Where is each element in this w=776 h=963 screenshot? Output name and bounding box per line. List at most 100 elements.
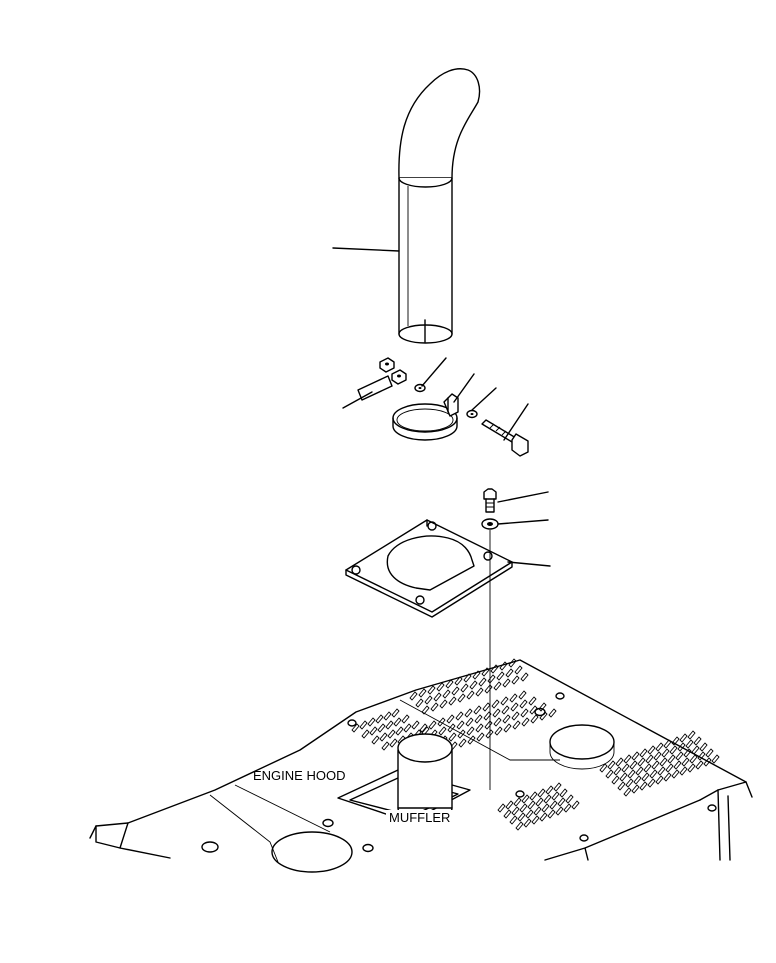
louver-slot xyxy=(655,775,664,785)
louver-slot xyxy=(487,674,496,684)
louver-slot xyxy=(395,726,404,736)
louver-slot xyxy=(421,705,430,715)
louver-slot xyxy=(703,757,712,767)
louver-slot xyxy=(679,766,688,776)
louver-slot xyxy=(623,754,632,764)
louver-slot xyxy=(455,711,464,721)
exhaust-clamp xyxy=(392,393,459,441)
louver-slot xyxy=(482,702,491,712)
louver-slot xyxy=(531,815,540,825)
louver-slot xyxy=(430,702,439,712)
louver-slot xyxy=(490,664,499,674)
louver-slot xyxy=(472,670,481,680)
louver-slot xyxy=(496,671,505,681)
louver-slot xyxy=(521,794,530,804)
louver-slot xyxy=(367,717,376,727)
louver-slot xyxy=(403,723,412,733)
louver-slot xyxy=(514,665,523,675)
louver-slot xyxy=(683,748,692,758)
muffler-label-bg xyxy=(386,810,454,826)
louver-slot xyxy=(418,688,427,698)
louver-slot xyxy=(456,720,465,730)
louver-slot xyxy=(547,809,556,819)
louver-slot xyxy=(476,732,485,742)
louver-slot xyxy=(535,797,544,807)
louver-slot xyxy=(515,821,524,831)
louver-slot xyxy=(424,695,433,705)
louver-slot xyxy=(619,772,628,782)
louver-slot xyxy=(469,680,478,690)
gasket-bolt xyxy=(483,488,497,513)
nut-bracket xyxy=(357,375,393,401)
louver-slot xyxy=(361,729,370,739)
louver-slot xyxy=(541,803,550,813)
louver-slot xyxy=(645,754,654,764)
louver-slot xyxy=(484,684,493,694)
louver-slot xyxy=(385,720,394,730)
louver-slot xyxy=(667,754,676,764)
louver-slot xyxy=(647,745,656,755)
louver-slot xyxy=(478,677,487,687)
louver-slot xyxy=(520,708,529,718)
louver-grille-center xyxy=(419,690,557,751)
louver-slot xyxy=(445,679,454,689)
louver-slot xyxy=(679,733,688,743)
louver-slot xyxy=(447,723,456,733)
louver-slot xyxy=(387,729,396,739)
louver-slot xyxy=(695,760,704,770)
louver-slot xyxy=(505,668,514,678)
louver-slot xyxy=(491,699,500,709)
louver-slot xyxy=(671,769,680,779)
louver-slot xyxy=(631,751,640,761)
louver-slot xyxy=(505,800,514,810)
louver-slot xyxy=(458,738,467,748)
louver-slot xyxy=(685,739,694,749)
louver-slot xyxy=(438,726,447,736)
louver-slot xyxy=(369,726,378,736)
louver-slot xyxy=(481,667,490,677)
louver-slot xyxy=(599,763,608,773)
louver-slot xyxy=(437,717,446,727)
louver-slot xyxy=(633,775,642,785)
louver-slot xyxy=(439,699,448,709)
louver-slot xyxy=(511,711,520,721)
louver-slot xyxy=(474,714,483,724)
leader-lines xyxy=(332,247,551,567)
louver-slot xyxy=(519,803,528,813)
louver-slot xyxy=(485,729,494,739)
louver-slot xyxy=(605,769,614,779)
louver-slot xyxy=(475,687,484,697)
clamp-nut-upper xyxy=(379,357,395,373)
gasket xyxy=(345,519,513,618)
louver-slot xyxy=(493,681,502,691)
louver-slot xyxy=(511,806,520,816)
louver-slot xyxy=(521,717,530,727)
louver-slot xyxy=(649,769,658,779)
louver-slot xyxy=(677,742,686,752)
louver-slot xyxy=(466,726,475,736)
louver-slot xyxy=(517,812,526,822)
louver-slot xyxy=(629,760,638,770)
louver-slot xyxy=(501,705,510,715)
louver-slot xyxy=(538,702,547,712)
louver-slot xyxy=(381,741,390,751)
clamp-bolt xyxy=(481,419,529,457)
louver-slot xyxy=(525,809,534,819)
louver-slot xyxy=(383,711,392,721)
louver-slot xyxy=(509,693,518,703)
louver-slot xyxy=(448,732,457,742)
louver-slot xyxy=(528,696,537,706)
louver-slot xyxy=(499,661,508,671)
louver-slot xyxy=(651,760,660,770)
louver-slot xyxy=(484,720,493,730)
louver-slot xyxy=(508,658,517,668)
louver-slot xyxy=(563,803,572,813)
louver-slot xyxy=(533,806,542,816)
louver-slot xyxy=(518,690,527,700)
louver-slot xyxy=(693,736,702,746)
engine-hood-label: ENGINE HOOD xyxy=(253,768,345,783)
louver-slot xyxy=(663,739,672,749)
louver-slot xyxy=(543,794,552,804)
louver-slot xyxy=(457,729,466,739)
